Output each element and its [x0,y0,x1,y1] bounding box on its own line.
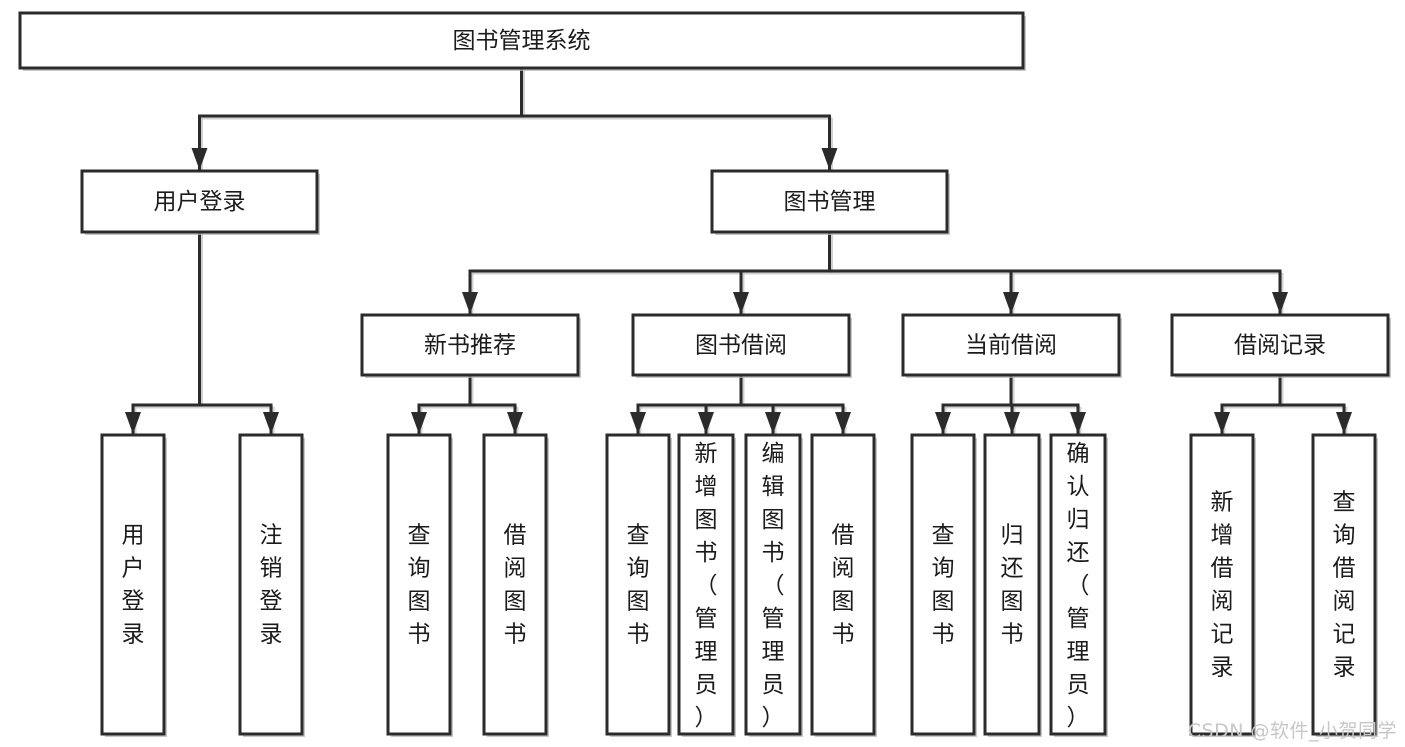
arrow-head-icon [835,412,851,434]
node-label: 图书管理 [784,189,876,215]
node-return-book[interactable]: 归还图书 [983,433,1042,737]
node-edit-book[interactable]: 编辑图书（管理员） [744,433,803,737]
node-rect [238,433,304,736]
node-rect [100,433,166,736]
node-label: 编辑图书（管理员） [762,441,785,731]
arrow-head-icon [125,412,141,434]
node-rect [18,11,1025,70]
node-label: 新增图书（管理员） [695,441,718,731]
node-layer: 图书管理系统用户登录用户登录注销登录图书管理新书推荐查询图书借阅图书图书借阅查询… [18,11,1391,737]
node-label: 查询图书 [932,523,955,648]
node-label: 借阅图书 [832,523,855,648]
node-rect [1049,433,1107,736]
connector-layer [125,66,1352,436]
node-current-borrow[interactable]: 当前借阅 [901,313,1122,378]
node-label: 用户登录 [154,189,246,215]
arrow-head-icon [733,292,749,314]
arrow-head-icon [411,412,427,434]
node-borrow-record[interactable]: 借阅记录 [1170,313,1391,378]
node-rect [810,433,876,736]
arrow-head-icon [1070,412,1086,434]
node-label: 用户登录 [122,523,145,648]
node-rect [1311,433,1377,736]
node-label: 新书推荐 [424,333,516,359]
node-rect [80,169,319,234]
node-borrow-book-rec[interactable]: 借阅图书 [482,433,549,737]
node-book-borrow[interactable]: 图书借阅 [631,313,852,378]
node-add-borrow-record[interactable]: 新增借阅记录 [1189,433,1256,737]
node-label: 查询图书 [408,523,431,648]
node-query-borrow-record[interactable]: 查询借阅记录 [1311,433,1378,737]
arrow-head-icon [462,292,478,314]
node-query-book-cur[interactable]: 查询图书 [910,433,977,737]
arrow-head-icon [1214,412,1230,434]
node-label: 图书管理系统 [453,28,591,54]
node-root[interactable]: 图书管理系统 [18,11,1026,71]
arrow-head-icon [263,412,279,434]
node-rect [910,433,976,736]
node-label: 借阅记录 [1234,333,1326,359]
arrow-head-icon [765,412,781,434]
node-add-book[interactable]: 新增图书（管理员） [677,433,736,737]
node-label: 归还图书 [1001,523,1024,648]
node-label: 当前借阅 [965,333,1057,359]
node-rect [901,313,1121,377]
arrow-head-icon [507,412,523,434]
node-rect [1170,313,1390,377]
node-rect [386,433,452,736]
node-rect [1189,433,1255,736]
node-rect [983,433,1041,736]
node-label: 注销登录 [260,523,283,648]
node-label: 新增借阅记录 [1211,490,1234,681]
arrow-head-icon [1272,292,1288,314]
arrow-head-icon [1003,292,1019,314]
node-label: 图书借阅 [695,333,787,359]
node-rect [360,313,580,377]
node-label: 查询图书 [627,523,650,648]
node-rect [744,433,802,736]
node-label: 查询借阅记录 [1333,490,1356,681]
arrow-head-icon [191,148,208,170]
node-user-logout[interactable]: 注销登录 [238,433,305,737]
arrow-head-icon [630,412,646,434]
node-rect [631,313,851,377]
node-query-book-borrow[interactable]: 查询图书 [605,433,672,737]
node-label: 确认归还（管理员） [1067,441,1090,731]
arrow-head-icon [1004,412,1020,434]
node-rect [710,169,949,234]
arrow-head-icon [935,412,951,434]
arrow-head-icon [698,412,714,434]
node-rect [677,433,735,736]
arrow-head-icon [821,148,838,170]
node-user-login[interactable]: 用户登录 [80,169,320,235]
node-query-book-rec[interactable]: 查询图书 [386,433,453,737]
node-rect [482,433,548,736]
node-label: 借阅图书 [504,523,527,648]
node-user-login-do[interactable]: 用户登录 [100,433,167,737]
node-confirm-return[interactable]: 确认归还（管理员） [1049,433,1108,737]
node-book-admin[interactable]: 图书管理 [710,169,950,235]
node-borrow-book[interactable]: 借阅图书 [810,433,877,737]
arrow-head-icon [1336,412,1352,434]
node-rect [605,433,671,736]
node-new-book-rec[interactable]: 新书推荐 [360,313,581,378]
